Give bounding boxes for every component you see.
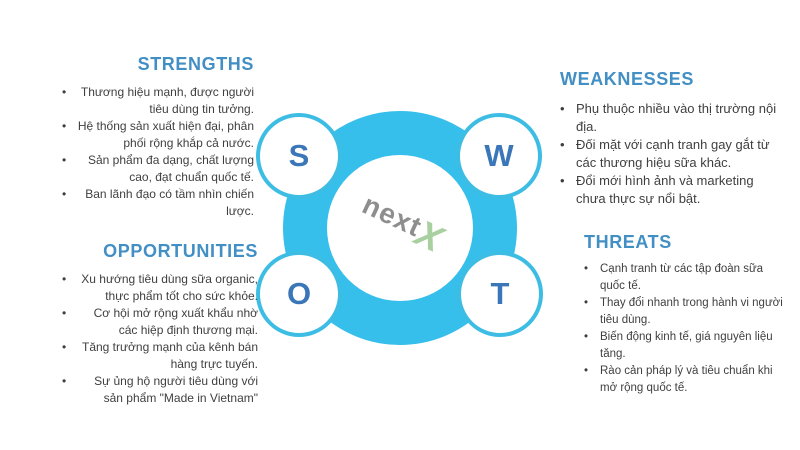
bullet-item: • Cạnh tranh từ các tập đoàn sữa quốc tế. <box>584 261 784 295</box>
opportunities-title: OPPORTUNITIES <box>103 241 258 261</box>
bullet-item: • Đổi mới hình ảnh và marketing chưa thực… <box>560 172 778 208</box>
threats-list: • Cạnh tranh từ các tập đoàn sữa quốc tế.… <box>584 261 784 397</box>
node-letter-s: S <box>288 138 310 173</box>
bullet-dot: • <box>560 137 565 152</box>
bullet-item: • Hệ thống sản xuất hiện đại, phân phối r… <box>62 118 254 152</box>
bullet-text: Ban lãnh đạo có tầm nhìn chiến lược. <box>85 187 254 218</box>
opportunities-list: • Xu hướng tiêu dùng sữa organic, thực ph… <box>62 271 258 407</box>
bullet-dot: • <box>62 187 67 201</box>
bullet-text: Đổi mới hình ảnh và marketing chưa thực … <box>576 173 754 206</box>
node-strengths-circle: S <box>256 113 342 199</box>
bullet-text: Rào cản pháp lý và tiêu chuẩn khi mở rộn… <box>600 365 773 394</box>
bullet-dot: • <box>584 263 589 275</box>
bullet-text: Đối mặt với cạnh tranh gay gắt từ các th… <box>576 137 770 170</box>
bullet-dot: • <box>62 272 67 286</box>
bullet-text: Thương hiệu mạnh, được người tiêu dùng t… <box>80 85 254 116</box>
strengths-section: STRENGTHS • Thương hiệu mạnh, được người … <box>62 54 254 220</box>
bullet-dot: • <box>584 297 589 309</box>
bullet-text: Sự ủng hộ người tiêu dùng với sản phẩm "… <box>94 374 258 405</box>
swot-ring-center <box>327 155 473 301</box>
bullet-text: Cơ hội mở rộng xuất khẩu nhờ các hiệp đị… <box>93 306 258 337</box>
weaknesses-title: WEAKNESSES <box>560 69 695 89</box>
bullet-item: • Tăng trưởng mạnh của kênh bán hàng trực… <box>62 339 258 373</box>
node-weaknesses-circle: W <box>456 113 542 199</box>
opportunities-section: OPPORTUNITIES • Xu hướng tiêu dùng sữa or… <box>62 241 258 407</box>
node-letter-w: W <box>484 138 514 173</box>
bullet-item: • Phụ thuộc nhiều vào thị trường nội địa. <box>560 100 778 136</box>
bullet-text: Thay đổi nhanh trong hành vi người tiêu … <box>600 297 783 326</box>
bullet-dot: • <box>62 153 67 167</box>
bullet-item: • Sản phẩm đa dạng, chất lượng cao, đạt c… <box>62 152 254 186</box>
threats-title: THREATS <box>584 232 672 252</box>
weaknesses-list: • Phụ thuộc nhiều vào thị trường nội địa.… <box>560 100 778 208</box>
node-letter-t: T <box>490 276 510 311</box>
bullet-dot: • <box>62 306 67 320</box>
bullet-item: • Cơ hội mở rộng xuất khẩu nhờ các hiệp đ… <box>62 305 258 339</box>
bullet-text: Phụ thuộc nhiều vào thị trường nội địa. <box>576 101 777 134</box>
bullet-item: • Ban lãnh đạo có tầm nhìn chiến lược. <box>62 186 254 220</box>
bullet-item: • Biến động kinh tế, giá nguyên liệu tăng… <box>584 329 784 363</box>
node-letter-o: O <box>286 276 312 311</box>
bullet-dot: • <box>560 101 565 116</box>
node-threats-circle: T <box>457 251 543 337</box>
strengths-list: • Thương hiệu mạnh, được người tiêu dùng … <box>62 84 254 220</box>
weaknesses-section: WEAKNESSES • Phụ thuộc nhiều vào thị trườ… <box>560 69 778 208</box>
bullet-item: • Đối mặt với cạnh tranh gay gắt từ các t… <box>560 136 778 172</box>
bullet-item: • Sự ủng hộ người tiêu dùng với sản phẩm … <box>62 373 258 407</box>
bullet-dot: • <box>584 365 589 377</box>
bullet-dot: • <box>62 340 67 354</box>
bullet-item: • Thay đổi nhanh trong hành vi người tiêu… <box>584 295 784 329</box>
bullet-text: Tăng trưởng mạnh của kênh bán hàng trực … <box>81 340 258 371</box>
bullet-item: • Xu hướng tiêu dùng sữa organic, thực ph… <box>62 271 258 305</box>
bullet-dot: • <box>560 173 565 188</box>
bullet-text: Biến động kinh tế, giá nguyên liệu tăng. <box>600 331 773 360</box>
bullet-dot: • <box>584 331 589 343</box>
bullet-item: • Rào cản pháp lý và tiêu chuẩn khi mở rộ… <box>584 363 784 397</box>
bullet-dot: • <box>62 85 67 99</box>
threats-section: THREATS • Cạnh tranh từ các tập đoàn sữa … <box>584 232 784 397</box>
bullet-item: • Thương hiệu mạnh, được người tiêu dùng … <box>62 84 254 118</box>
node-opportunities-circle: O <box>256 251 342 337</box>
bullet-text: Cạnh tranh từ các tập đoàn sữa quốc tế. <box>600 263 764 292</box>
bullet-text: Sản phẩm đa dạng, chất lượng cao, đạt ch… <box>87 153 254 184</box>
bullet-text: Hệ thống sản xuất hiện đại, phân phối rộ… <box>77 119 254 150</box>
bullet-text: Xu hướng tiêu dùng sữa organic, thực phẩ… <box>81 272 258 303</box>
bullet-dot: • <box>62 374 67 388</box>
bullet-dot: • <box>62 119 67 133</box>
strengths-title: STRENGTHS <box>137 54 254 74</box>
